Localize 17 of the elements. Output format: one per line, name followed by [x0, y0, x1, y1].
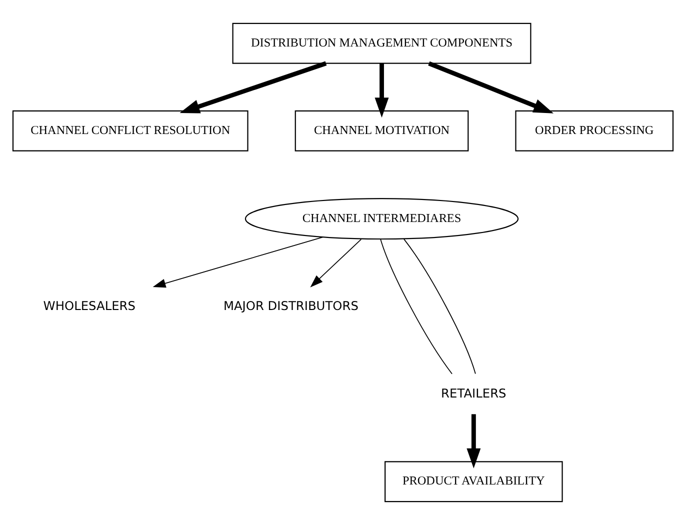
node-text: WHOLESALERS [43, 298, 136, 313]
arrow [152, 236, 324, 288]
node-box: ORDER PROCESSING [515, 110, 674, 152]
arrow [428, 61, 554, 114]
node-text: RETAILERS [441, 386, 506, 400]
node-text: MAJOR DISTRIBUTORS [223, 298, 358, 313]
arrow [466, 414, 481, 468]
node-box: CHANNEL MOTIVATION [294, 110, 469, 152]
arrow [310, 238, 362, 288]
node-box: DISTRIBUTION MANAGEMENT COMPONENTS [232, 22, 532, 64]
connector [380, 238, 452, 374]
node-ellipse: CHANNEL INTERMEDIARES [244, 198, 519, 240]
arrow [374, 63, 389, 118]
arrow [180, 61, 327, 114]
connector [404, 238, 476, 374]
node-box: PRODUCT AVAILABILITY [384, 461, 563, 502]
node-box: CHANNEL CONFLICT RESOLUTION [12, 110, 248, 152]
